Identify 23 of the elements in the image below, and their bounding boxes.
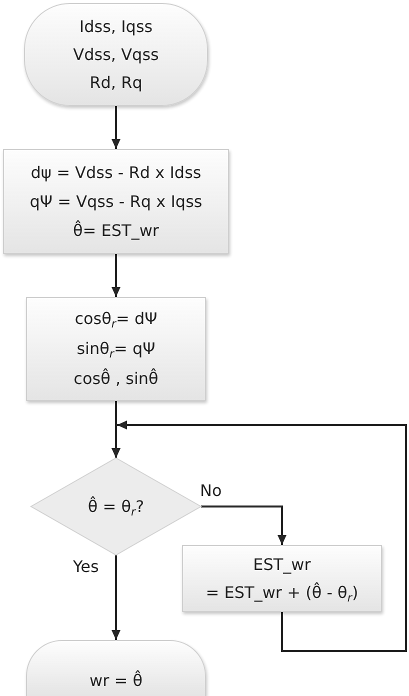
- start-terminal: [24, 3, 208, 106]
- end-terminal: [26, 640, 206, 696]
- formula-text: sinθ$_{r}$= qΨ: [76, 338, 156, 362]
- decision-diamond: [31, 458, 201, 555]
- process-box: [3, 149, 229, 254]
- formula-text: Rd, Rq: [90, 72, 142, 94]
- process-box: [182, 545, 382, 612]
- arrow: [112, 555, 120, 640]
- formula-text: Vdss, Vqss: [73, 44, 159, 66]
- formula-text: dψ = Vdss - Rd x Idss: [30, 162, 202, 184]
- formula-text: θ̂ = θ$_{r}$?: [88, 495, 144, 520]
- formula-text: = EST_wr + (θ̂ - θ$_{r}$): [206, 581, 358, 606]
- formula-text: wr = θ̂: [89, 669, 143, 692]
- formula-text: Idss, Iqss: [79, 16, 153, 38]
- formula-text: θ̂= EST_wr: [73, 219, 159, 242]
- process-box: [26, 297, 206, 401]
- formula-text: qΨ = Vqss - Rq x Iqss: [30, 191, 202, 213]
- arrow: [112, 106, 120, 149]
- arrow: [112, 254, 120, 297]
- formula-text: cosθ̂ , sinθ̂: [74, 367, 158, 390]
- formula-text: cosθ$_{r}$= dΨ: [74, 308, 158, 332]
- formula-text: EST_wr: [253, 554, 311, 576]
- arrow: [201, 506, 286, 545]
